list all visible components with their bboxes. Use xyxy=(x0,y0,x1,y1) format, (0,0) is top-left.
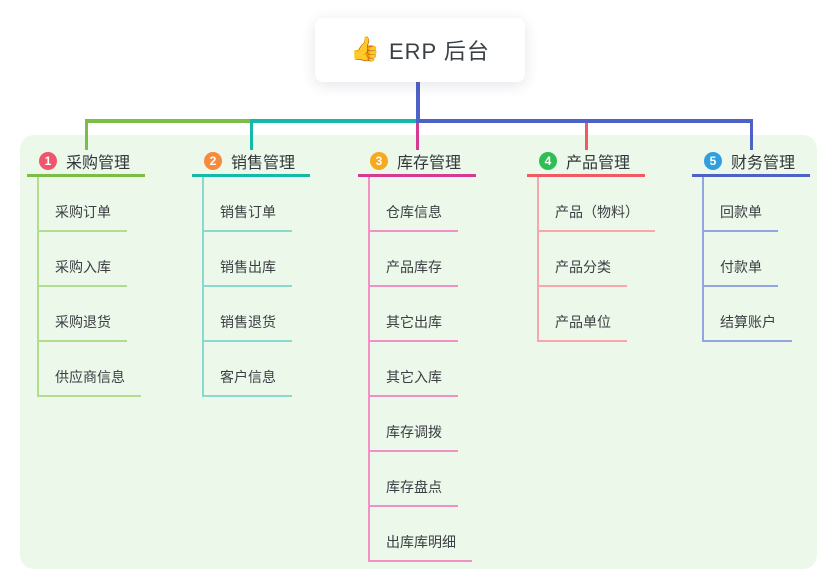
branch-number-badge: 3 xyxy=(370,152,388,170)
branch-label: 库存管理 xyxy=(397,155,462,172)
branch-drop-line-1 xyxy=(85,119,88,150)
item-row: 采购退货 xyxy=(27,287,145,342)
branch-item[interactable]: 库存调拨 xyxy=(368,422,458,452)
branch-header-3[interactable]: 3 库存管理 xyxy=(358,148,476,177)
branch-item[interactable]: 回款单 xyxy=(702,202,778,232)
branch-items: 回款单付款单结算账户 xyxy=(692,177,810,342)
branch-tree-line xyxy=(537,177,539,342)
root-connector-line xyxy=(416,82,420,119)
branch-number-badge: 1 xyxy=(39,152,57,170)
branch-item[interactable]: 产品（物料） xyxy=(537,202,655,232)
branch-label: 财务管理 xyxy=(731,155,796,172)
item-row: 客户信息 xyxy=(192,342,310,397)
branch-items: 产品（物料） 产品分类产品单位 xyxy=(527,177,655,342)
branch-label: 产品管理 xyxy=(566,155,631,172)
root-node[interactable]: 👍 ERP 后台 xyxy=(315,18,525,82)
item-row: 结算账户 xyxy=(692,287,810,342)
branch-drop-line-2 xyxy=(250,119,253,150)
item-row: 其它入库 xyxy=(358,342,476,397)
branch-item[interactable]: 结算账户 xyxy=(702,312,792,342)
branch-items: 销售订单销售出库销售退货客户信息 xyxy=(192,177,310,397)
item-row: 销售订单 xyxy=(192,177,310,232)
branch-item[interactable]: 其它出库 xyxy=(368,312,458,342)
item-row: 供应商信息 xyxy=(27,342,145,397)
bus-segment-green xyxy=(86,119,253,123)
item-row: 销售出库 xyxy=(192,232,310,287)
thumbs-up-icon: 👍 xyxy=(350,36,380,63)
item-row: 产品（物料） xyxy=(527,177,655,232)
item-row: 产品库存 xyxy=(358,232,476,287)
branch-item[interactable]: 采购订单 xyxy=(37,202,127,232)
bus-segment-blue xyxy=(416,119,753,123)
branch-header-2[interactable]: 2 销售管理 xyxy=(192,148,310,177)
branch-2: 2 销售管理销售订单销售出库销售退货客户信息 xyxy=(192,148,310,397)
branch-item[interactable]: 其它入库 xyxy=(368,367,458,397)
item-row: 出库库明细 xyxy=(358,507,476,562)
branch-tree-line xyxy=(702,177,704,342)
branch-item[interactable]: 客户信息 xyxy=(202,367,292,397)
branch-tree-line xyxy=(368,177,370,562)
branch-5: 5 财务管理回款单付款单结算账户 xyxy=(692,148,810,342)
branch-items: 仓库信息产品库存其它出库其它入库库存调拨库存盘点出库库明细 xyxy=(358,177,476,562)
branch-header-4[interactable]: 4 产品管理 xyxy=(527,148,645,177)
bus-segment-teal xyxy=(250,119,418,123)
branch-item[interactable]: 供应商信息 xyxy=(37,367,141,397)
item-row: 仓库信息 xyxy=(358,177,476,232)
branch-drop-line-3 xyxy=(416,123,419,150)
branch-item[interactable]: 产品库存 xyxy=(368,257,458,287)
item-row: 库存调拨 xyxy=(358,397,476,452)
branch-tree-line xyxy=(37,177,39,397)
branch-item[interactable]: 销售退货 xyxy=(202,312,292,342)
branch-label: 销售管理 xyxy=(231,155,296,172)
branch-item[interactable]: 付款单 xyxy=(702,257,778,287)
branch-drop-line-4 xyxy=(585,123,588,150)
branch-number-badge: 5 xyxy=(704,152,722,170)
branch-item[interactable]: 销售出库 xyxy=(202,257,292,287)
branch-tree-line xyxy=(202,177,204,397)
branch-drop-line-5 xyxy=(750,119,753,150)
branch-item[interactable]: 库存盘点 xyxy=(368,477,458,507)
branch-number-badge: 4 xyxy=(539,152,557,170)
item-row: 其它出库 xyxy=(358,287,476,342)
branch-item[interactable]: 销售订单 xyxy=(202,202,292,232)
branch-1: 1 采购管理采购订单采购入库采购退货供应商信息 xyxy=(27,148,145,397)
item-row: 销售退货 xyxy=(192,287,310,342)
branch-item[interactable]: 产品单位 xyxy=(537,312,627,342)
item-row: 库存盘点 xyxy=(358,452,476,507)
item-row: 产品单位 xyxy=(527,287,645,342)
branch-3: 3 库存管理仓库信息产品库存其它出库其它入库库存调拨库存盘点出库库明细 xyxy=(358,148,476,562)
item-row: 产品分类 xyxy=(527,232,645,287)
item-row: 采购订单 xyxy=(27,177,145,232)
item-row: 付款单 xyxy=(692,232,810,287)
branch-item[interactable]: 出库库明细 xyxy=(368,532,472,562)
mindmap-panel xyxy=(20,135,817,569)
root-label: ERP 后台 xyxy=(388,39,490,64)
branch-header-1[interactable]: 1 采购管理 xyxy=(27,148,145,177)
branch-4: 4 产品管理产品（物料） 产品分类产品单位 xyxy=(527,148,655,342)
branch-header-5[interactable]: 5 财务管理 xyxy=(692,148,810,177)
branch-item[interactable]: 采购入库 xyxy=(37,257,127,287)
branch-items: 采购订单采购入库采购退货供应商信息 xyxy=(27,177,145,397)
item-row: 采购入库 xyxy=(27,232,145,287)
item-row: 回款单 xyxy=(692,177,810,232)
branch-item[interactable]: 仓库信息 xyxy=(368,202,458,232)
branch-label: 采购管理 xyxy=(66,155,131,172)
branch-item[interactable]: 产品分类 xyxy=(537,257,627,287)
branch-item[interactable]: 采购退货 xyxy=(37,312,127,342)
branch-number-badge: 2 xyxy=(204,152,222,170)
